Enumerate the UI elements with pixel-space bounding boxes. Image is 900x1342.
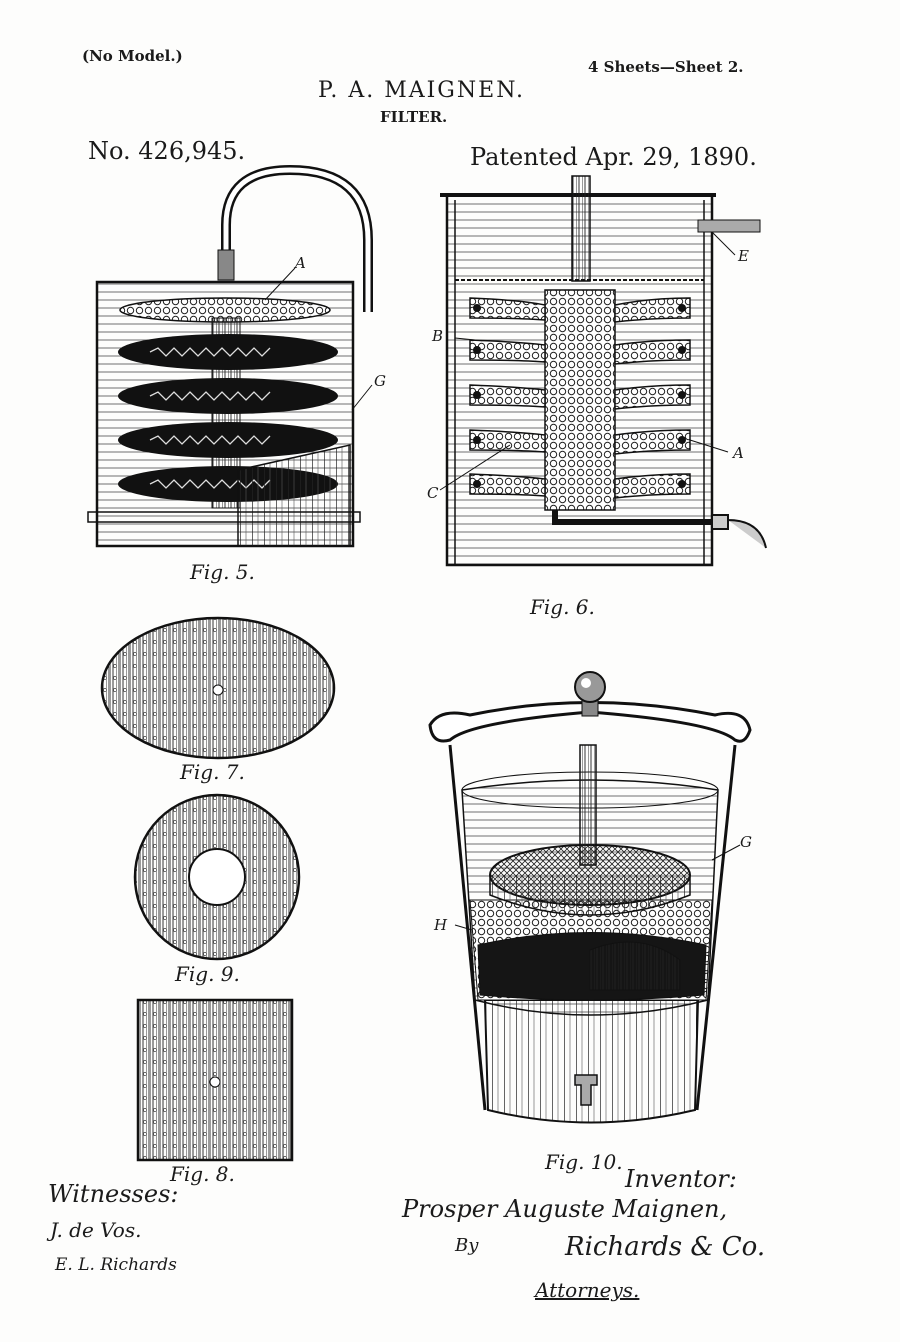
figure-5 — [87, 164, 373, 548]
inventor-signature: Prosper Auguste Maignen, — [402, 1195, 728, 1223]
figure-8-label: Fig. 8. — [170, 1162, 235, 1186]
part-label: C — [427, 484, 439, 502]
by-label: By — [455, 1235, 479, 1256]
figure-7-label: Fig. 7. — [180, 760, 245, 784]
figure-9-label: Fig. 9. — [175, 962, 240, 986]
figure-5-label: Fig. 5. — [190, 560, 255, 584]
figure-6 — [440, 175, 767, 567]
inventor-heading: P. A. MAIGNEN. — [318, 78, 526, 103]
witness-signature-2: E. L. Richards — [55, 1255, 177, 1275]
part-label: A — [733, 444, 744, 462]
figure-6-label: Fig. 6. — [530, 595, 595, 619]
witnesses-label: Witnesses: — [48, 1180, 179, 1208]
model-note: (No Model.) — [82, 47, 183, 65]
sheet-count: 4 Sheets—Sheet 2. — [588, 58, 744, 76]
part-label: E — [738, 247, 749, 265]
invention-title: FILTER. — [380, 108, 448, 126]
figure-9 — [133, 793, 301, 961]
figure-10-label: Fig. 10. — [545, 1150, 623, 1174]
figure-10 — [428, 671, 752, 1124]
attorney-signature: Richards & Co. — [565, 1232, 766, 1262]
inventor-label: Inventor: — [625, 1165, 737, 1193]
part-label: A — [295, 254, 306, 272]
patent-number: No. 426,945. — [88, 137, 246, 165]
patent-date: Patented Apr. 29, 1890. — [470, 143, 757, 171]
part-label: G — [740, 833, 752, 851]
leader-lines — [264, 231, 741, 931]
witness-signature-1: J. de Vos. — [50, 1218, 142, 1242]
attorneys-label: Attorneys. — [535, 1278, 640, 1302]
part-label: G — [374, 372, 386, 390]
part-label: B — [432, 327, 444, 345]
part-label: H — [434, 916, 448, 934]
figure-8 — [136, 998, 294, 1162]
